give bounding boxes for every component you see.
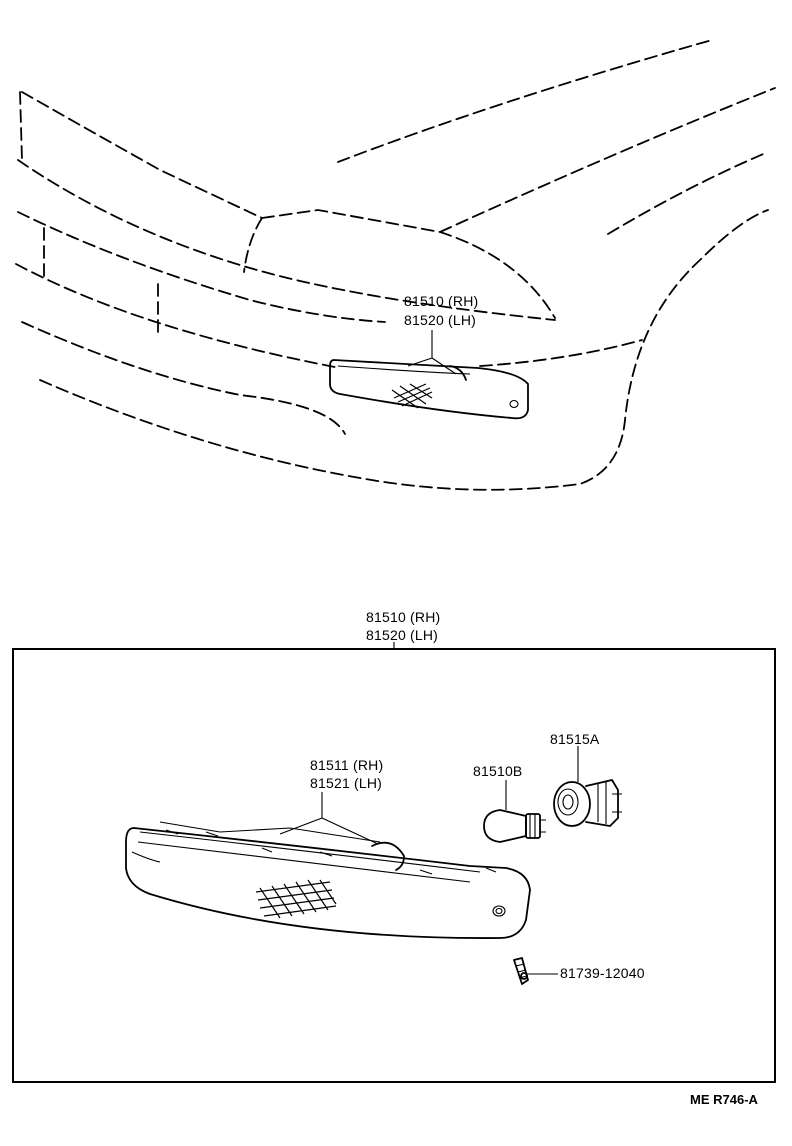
assembly-callout-lh: 81520 (LH) [366,627,438,643]
lens-callout-rh: 81511 (RH) [310,757,383,773]
screw-icon [513,957,529,985]
assembly-callout-rh: 81510 (RH) [366,609,440,625]
diagram-code: ME R746-A [690,1092,759,1107]
top-callout-leader [407,330,457,375]
bulb-callout: 81510B [473,763,522,779]
socket-icon [553,779,622,827]
top-callout-rh: 81510 (RH) [404,293,478,309]
assembly-frame [12,648,776,1083]
vehicle-front-corner-outline [15,39,776,491]
lens-callout-lh: 81521 (LH) [310,775,382,791]
top-callout-lh: 81520 (LH) [404,312,476,328]
lamp-lens-body [125,821,531,939]
turn-signal-lamp-installed [329,359,529,420]
bulb-icon [483,809,546,843]
screw-callout: 81739-12040 [560,965,645,981]
lamp-lens-grid [255,879,337,919]
socket-callout: 81515A [550,731,600,747]
lens-callout-leader [279,792,379,845]
